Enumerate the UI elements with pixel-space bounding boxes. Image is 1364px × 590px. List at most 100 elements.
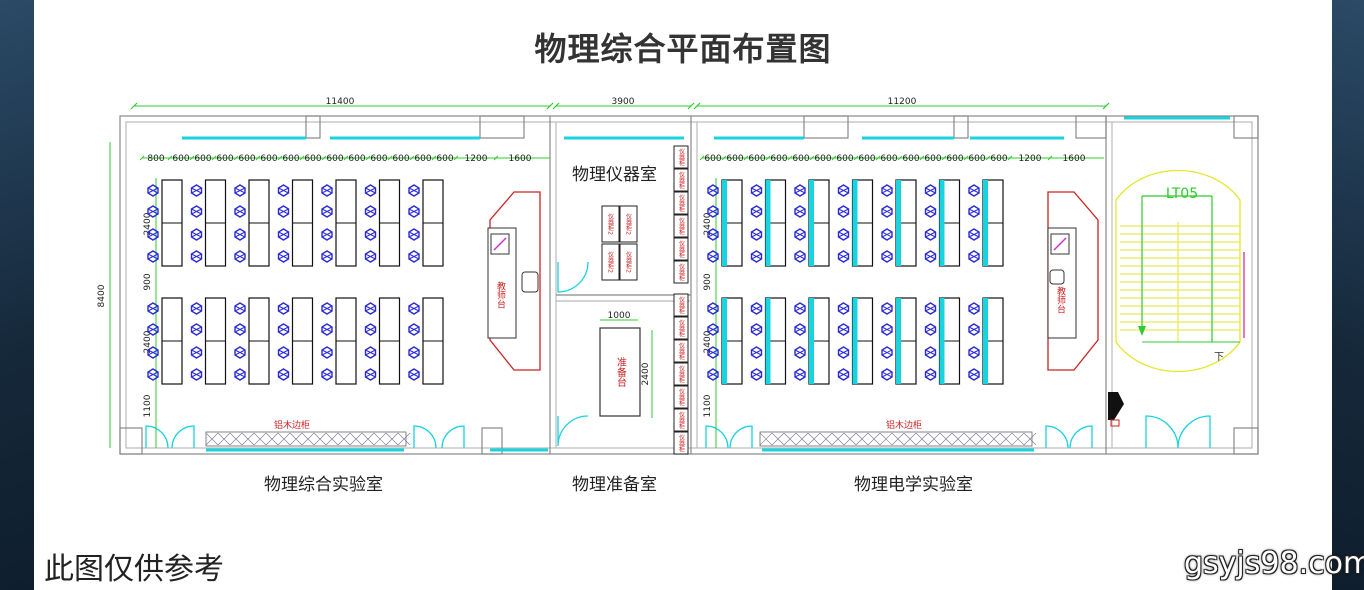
dim-seq-value: 600 bbox=[880, 154, 897, 164]
stool-icon bbox=[794, 323, 806, 336]
dim-seq-value: 600 bbox=[260, 154, 277, 164]
room-instrument-label: 物理仪器室 bbox=[572, 165, 657, 185]
stool-icon bbox=[147, 302, 159, 315]
column bbox=[305, 115, 321, 139]
fire-extinguisher-icon bbox=[1108, 392, 1124, 420]
instrument-cabinet-label: 仪器柜 bbox=[678, 434, 685, 453]
instrument-cabinet bbox=[673, 316, 689, 340]
stool-icon bbox=[321, 184, 333, 197]
stool-icon bbox=[968, 346, 980, 359]
prep-table: 准备台 bbox=[599, 327, 641, 417]
dim-vert-value: 900 bbox=[143, 273, 153, 290]
stool-icon bbox=[750, 228, 763, 241]
stool-icon bbox=[147, 205, 159, 218]
stool-icon bbox=[277, 302, 290, 315]
stool-icon bbox=[794, 302, 806, 315]
page-title: 物理综合平面布置图 bbox=[534, 30, 832, 68]
dim-vert-value: 1100 bbox=[143, 394, 153, 417]
dim-vert-value: 2400 bbox=[143, 330, 153, 353]
stool-icon bbox=[147, 346, 159, 359]
dim-vert-value: 2400 bbox=[143, 212, 153, 235]
dim-seq-value: 600 bbox=[792, 154, 809, 164]
stool-icon bbox=[750, 205, 763, 218]
instrument-cabinet bbox=[673, 214, 689, 238]
stool-icon bbox=[968, 368, 980, 381]
instrument-cabinet-2-label: 仪器柜2 bbox=[625, 213, 632, 235]
column bbox=[803, 115, 849, 139]
dim-seq-value: 800 bbox=[147, 154, 164, 164]
stool-icon bbox=[707, 323, 719, 336]
instrument-cabinet-label: 仪器柜 bbox=[678, 411, 685, 430]
column bbox=[953, 115, 969, 139]
room-labels: 物理仪器室 物理综合实验室 物理准备室 物理电学实验室 bbox=[264, 165, 973, 495]
instrument-cabinet bbox=[673, 385, 689, 409]
stool-icon bbox=[190, 228, 203, 241]
instrument-cabinet-label: 仪器柜 bbox=[678, 342, 685, 361]
stool-icon bbox=[837, 184, 850, 197]
stool-icon bbox=[147, 228, 159, 241]
stool-icon bbox=[190, 205, 203, 218]
stool-icon bbox=[190, 302, 203, 315]
stool-icon bbox=[234, 205, 246, 218]
stool-icon bbox=[924, 250, 937, 263]
side-cabinet-left: 铝木边柜 bbox=[205, 419, 411, 447]
stool-icon bbox=[277, 368, 290, 381]
dim-top-right: 11200 bbox=[888, 97, 917, 107]
room-lab-right-label: 物理电学实验室 bbox=[854, 475, 973, 495]
stool-icon bbox=[364, 323, 377, 336]
stool-icon bbox=[924, 346, 937, 359]
dim-seq-value: 600 bbox=[436, 154, 453, 164]
stool-icon bbox=[190, 368, 203, 381]
stool-icon bbox=[234, 346, 246, 359]
stool-icon bbox=[234, 250, 246, 263]
cabinet-right-label: 铝木边柜 bbox=[886, 419, 922, 431]
stool-icon bbox=[707, 346, 719, 359]
dim-vert-value: 900 bbox=[703, 273, 713, 290]
instrument-cabinet bbox=[673, 293, 689, 317]
stool-icon bbox=[364, 205, 377, 218]
slide-paper: 物理综合平面布置图 bbox=[34, 0, 1364, 590]
doors bbox=[145, 261, 1211, 449]
instrument-cabinet bbox=[673, 145, 689, 169]
stool-icon bbox=[277, 346, 290, 359]
instrument-cabinet-label: 仪器柜 bbox=[678, 319, 685, 338]
stool-icon bbox=[881, 228, 893, 241]
stool-icon bbox=[147, 184, 159, 197]
stool-icon bbox=[837, 346, 850, 359]
instrument-cabinet bbox=[673, 339, 689, 363]
stool-icon bbox=[707, 368, 719, 381]
stool-icon bbox=[321, 302, 333, 315]
stool-icon bbox=[794, 205, 806, 218]
stool-icon bbox=[750, 302, 763, 315]
cabinet-left-label: 铝木边柜 bbox=[274, 419, 310, 431]
stool-icon bbox=[837, 368, 850, 381]
dim-seq-value: 600 bbox=[304, 154, 321, 164]
stool-icon bbox=[408, 205, 420, 218]
dim-seq-value: 600 bbox=[770, 154, 787, 164]
instrument-cabinet-2-label: 仪器柜2 bbox=[625, 251, 632, 273]
dim-vert-left: 2400 900 2400 1100 bbox=[143, 212, 153, 417]
stool-icon bbox=[968, 184, 980, 197]
podium-right: 教师台 bbox=[1047, 191, 1099, 371]
dim-seq-value: 600 bbox=[990, 154, 1007, 164]
stool-icon bbox=[234, 228, 246, 241]
column bbox=[1233, 115, 1259, 139]
dim-seq-value: 1600 bbox=[509, 154, 532, 164]
stool-icon bbox=[408, 368, 420, 381]
dim-prep-height: 2400 bbox=[641, 362, 651, 385]
stool-icon bbox=[147, 323, 159, 336]
instrument-cabinet-2-label: 仪器柜2 bbox=[607, 251, 614, 273]
stool-icon bbox=[968, 323, 980, 336]
stool-icon bbox=[321, 205, 333, 218]
dim-seq-value: 600 bbox=[968, 154, 985, 164]
stool-icon bbox=[277, 323, 290, 336]
instrument-cabinet-label: 仪器柜 bbox=[678, 194, 685, 213]
stool-icon bbox=[837, 228, 850, 241]
stool-icon bbox=[147, 368, 159, 381]
stool-icon bbox=[750, 323, 763, 336]
dim-height-total: 8400 bbox=[97, 284, 107, 307]
dimension-ticks bbox=[130, 102, 1110, 161]
